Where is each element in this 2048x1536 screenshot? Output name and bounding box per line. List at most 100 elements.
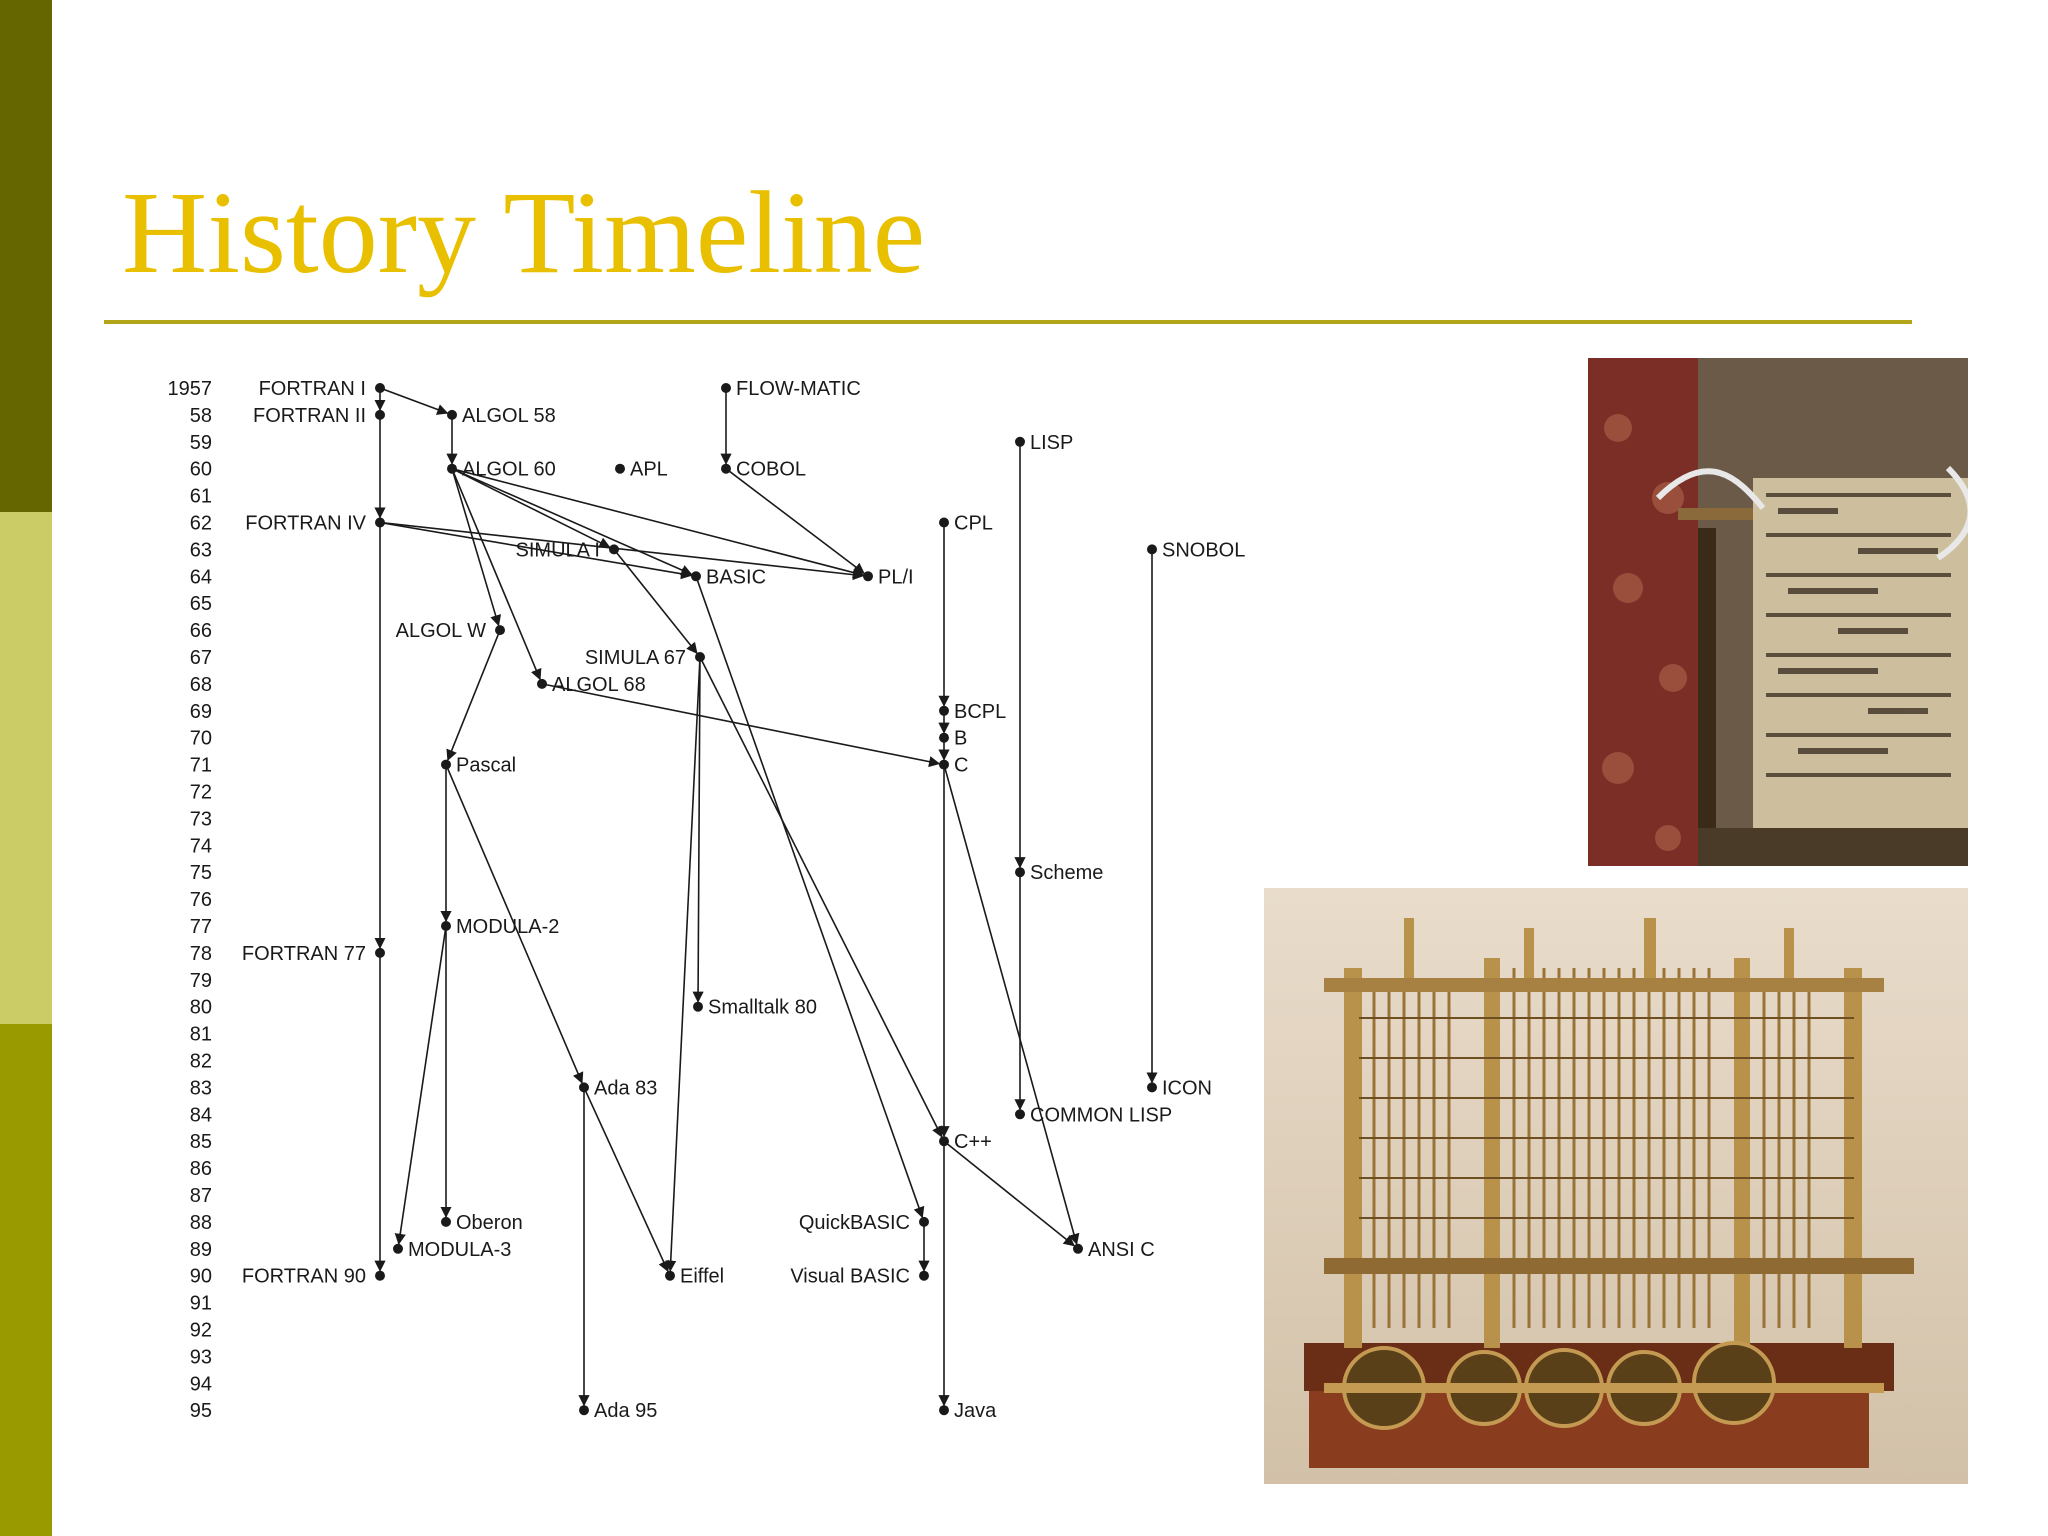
language-label-pl1: PL/I [878, 566, 914, 588]
year-tick-label: 60 [190, 459, 212, 481]
sidebar-accent-bottom [0, 1024, 52, 1536]
node-dot-modula3 [393, 1243, 403, 1254]
language-label-commonlisp: COMMON LISP [1030, 1104, 1172, 1126]
language-label-fortran77: FORTRAN 77 [242, 943, 366, 965]
node-dot-pl1 [863, 571, 873, 582]
year-tick-label: 61 [190, 486, 212, 508]
node-dot-fortran90 [375, 1270, 385, 1281]
influence-arrow-algol68-to-c [541, 683, 941, 768]
title-underline [104, 320, 1912, 324]
language-label-fortran90: FORTRAN 90 [242, 1266, 366, 1288]
language-label-pascal: Pascal [456, 755, 516, 777]
influence-arrow-algol60-to-pl1 [451, 467, 865, 578]
influence-arrow-fortran4-to-basic [379, 521, 693, 580]
year-tick-label: 86 [190, 1158, 212, 1180]
node-dot-bcpl [939, 705, 949, 716]
node-dot-ada83 [579, 1082, 589, 1093]
node-dot-apl [615, 463, 625, 474]
sidebar-accent-top [0, 0, 52, 512]
year-tick-label: 73 [190, 808, 212, 830]
language-label-algol58: ALGOL 58 [462, 405, 556, 427]
year-tick-label: 76 [190, 889, 212, 911]
sidebar-accent-middle [0, 512, 52, 1024]
year-tick-label: 67 [190, 647, 212, 669]
node-dot-snobol [1147, 544, 1157, 555]
language-label-flowmatic: FLOW-MATIC [736, 378, 861, 400]
node-dot-ada95 [579, 1405, 589, 1416]
influence-arrow-simula67-to-eiffel [665, 656, 701, 1272]
year-axis: 1957585960616263646566676869707172737475… [168, 378, 213, 1422]
node-dot-eiffel [665, 1270, 675, 1281]
node-dot-icon [1147, 1082, 1157, 1093]
year-tick-label: 74 [190, 835, 212, 857]
node-dot-algolw [495, 625, 505, 636]
influence-arrow-fortran1-to-algol58 [379, 387, 449, 415]
language-timeline-diagram: 1957585960616263646566676869707172737475… [168, 378, 1246, 1422]
year-tick-label: 92 [190, 1320, 212, 1342]
year-tick-label: 91 [190, 1293, 212, 1315]
year-tick-label: 62 [190, 513, 212, 535]
year-tick-label: 78 [190, 943, 212, 965]
language-label-snobol: SNOBOL [1162, 539, 1245, 561]
jacquard-loom-photo [1588, 358, 1968, 866]
year-tick-label: 90 [190, 1266, 212, 1288]
year-tick-label: 72 [190, 782, 212, 804]
language-label-cpl: CPL [954, 513, 993, 535]
year-tick-label: 87 [190, 1185, 212, 1207]
node-dot-visualbasic [919, 1270, 929, 1281]
year-tick-label: 69 [190, 701, 212, 723]
year-tick-label: 59 [190, 432, 212, 454]
year-tick-label: 77 [190, 916, 212, 938]
language-label-icon: ICON [1162, 1077, 1212, 1099]
influence-arrows [374, 387, 1158, 1407]
node-dot-b [939, 732, 949, 743]
language-label-simula67: SIMULA 67 [585, 647, 686, 669]
influence-arrow-basic-to-quickbasic [695, 576, 925, 1219]
node-dot-simula67 [695, 652, 705, 662]
influence-arrow-modula2-to-modula3 [394, 925, 447, 1245]
node-dot-algol68 [537, 678, 547, 689]
influence-arrow-simula67-to-cpp [699, 656, 943, 1138]
language-label-smalltalk80: Smalltalk 80 [708, 997, 817, 1019]
node-dot-fortran2 [375, 409, 385, 420]
node-dot-simula1 [609, 544, 619, 555]
year-tick-label: 58 [190, 405, 212, 427]
language-label-algolw: ALGOL W [396, 620, 487, 642]
influence-arrow-algol60-to-algol68 [451, 468, 542, 681]
year-tick-label: 93 [190, 1346, 212, 1368]
year-tick-label: 63 [190, 539, 212, 561]
language-label-simula1: SIMULA I [516, 539, 600, 561]
language-label-lisp: LISP [1030, 432, 1073, 454]
influence-arrow-fortran4-to-pl1 [379, 521, 865, 581]
year-tick-label: 88 [190, 1212, 212, 1234]
node-dot-basic [691, 571, 701, 582]
language-label-scheme: Scheme [1030, 862, 1103, 884]
language-label-b: B [954, 728, 967, 750]
year-tick-label: 70 [190, 728, 212, 750]
year-tick-label: 79 [190, 970, 212, 992]
influence-arrow-algol60-to-algolw [451, 468, 502, 627]
node-dot-c [939, 759, 949, 770]
year-tick-label: 83 [190, 1077, 212, 1099]
language-label-fortran2: FORTRAN II [253, 405, 366, 427]
influence-arrow-cobol-to-pl1 [725, 468, 865, 574]
influence-arrow-simula67-to-smalltalk80 [692, 656, 704, 1003]
node-dot-fortran77 [375, 947, 385, 958]
language-label-ada95: Ada 95 [594, 1400, 657, 1422]
node-dot-algol58 [447, 409, 457, 420]
language-label-apl: APL [630, 459, 668, 481]
node-dot-pascal [441, 759, 451, 770]
node-dot-quickbasic [919, 1216, 929, 1227]
influence-arrow-ada83-to-eiffel [583, 1087, 669, 1273]
language-label-basic: BASIC [706, 566, 766, 588]
node-dot-scheme [1015, 867, 1025, 878]
language-label-algol68: ALGOL 68 [552, 674, 646, 696]
node-dot-smalltalk80 [693, 1001, 703, 1012]
node-dot-ansic [1073, 1243, 1083, 1254]
language-label-c: C [954, 755, 968, 777]
language-label-visualbasic: Visual BASIC [790, 1266, 910, 1288]
influence-arrow-cpp-to-ansic [943, 1140, 1075, 1247]
node-dot-lisp [1015, 436, 1025, 447]
year-tick-label: 65 [190, 593, 212, 615]
